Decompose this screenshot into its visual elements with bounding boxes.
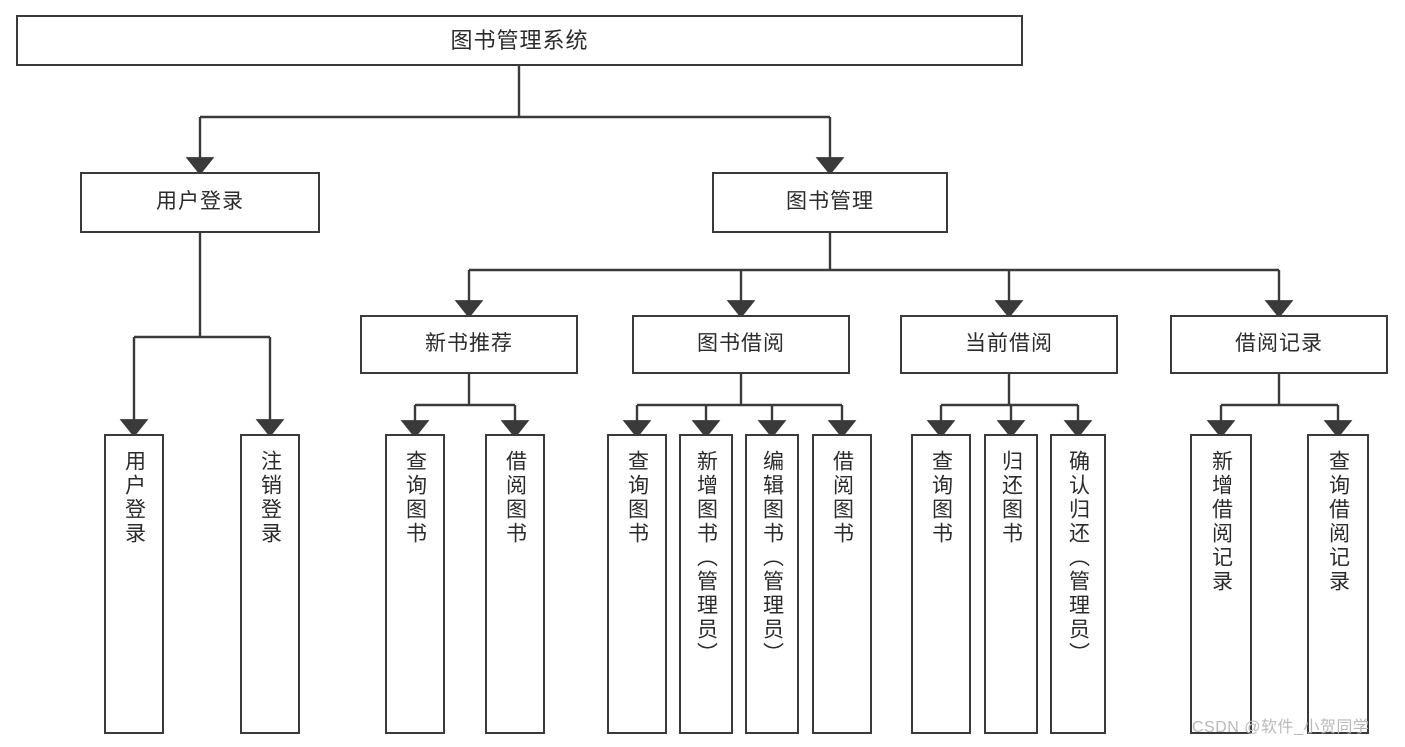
node-leaf-confirm-return[interactable]: 确认归还（管理员）: [1050, 434, 1106, 734]
node-label: 确认归还（管理员）: [1066, 450, 1090, 666]
node-label: 归还图书: [999, 450, 1023, 546]
node-leaf-logout[interactable]: 注销登录: [240, 434, 300, 734]
watermark-text: CSDN @软件_小贺同学: [1192, 719, 1370, 736]
node-leaf-return-book[interactable]: 归还图书: [984, 434, 1038, 734]
node-label: 查询借阅记录: [1326, 450, 1350, 594]
node-leaf-borrow-book-recommend[interactable]: 借阅图书: [485, 434, 545, 734]
node-label: 新书推荐: [425, 332, 513, 356]
node-user-login[interactable]: 用户登录: [80, 172, 320, 233]
node-leaf-add-book[interactable]: 新增图书（管理员）: [679, 434, 733, 734]
node-label: 新增借阅记录: [1209, 450, 1233, 594]
node-book-manage[interactable]: 图书管理: [712, 172, 948, 233]
node-label: 借阅图书: [830, 450, 854, 546]
node-label: 编辑图书（管理员）: [760, 450, 784, 666]
node-label: 图书管理: [786, 190, 874, 214]
node-label: 查询图书: [625, 450, 649, 546]
node-leaf-edit-book[interactable]: 编辑图书（管理员）: [745, 434, 799, 734]
node-label: 借阅图书: [503, 450, 527, 546]
node-label: 当前借阅: [965, 332, 1053, 356]
node-label: 借阅记录: [1235, 332, 1323, 356]
node-root-title[interactable]: 图书管理系统: [16, 15, 1023, 66]
node-label: 用户登录: [156, 190, 244, 214]
node-leaf-query-book-recommend[interactable]: 查询图书: [385, 434, 445, 734]
node-label: 图书借阅: [697, 332, 785, 356]
node-borrow-record[interactable]: 借阅记录: [1170, 315, 1388, 374]
node-leaf-user-login[interactable]: 用户登录: [104, 434, 164, 734]
node-leaf-borrow-book[interactable]: 借阅图书: [812, 434, 872, 734]
node-leaf-add-borrow-record[interactable]: 新增借阅记录: [1190, 434, 1252, 734]
node-current-borrow[interactable]: 当前借阅: [900, 315, 1118, 374]
node-book-borrow[interactable]: 图书借阅: [632, 315, 850, 374]
node-label: 新增图书（管理员）: [694, 450, 718, 666]
node-label: 查询图书: [403, 450, 427, 546]
node-new-book-recommend[interactable]: 新书推荐: [360, 315, 578, 374]
node-leaf-query-book-current[interactable]: 查询图书: [911, 434, 971, 734]
node-label: 用户登录: [122, 450, 146, 546]
node-leaf-query-book-borrow[interactable]: 查询图书: [607, 434, 667, 734]
node-label: 查询图书: [929, 450, 953, 546]
node-leaf-query-borrow-record[interactable]: 查询借阅记录: [1307, 434, 1369, 734]
node-label: 图书管理系统: [450, 27, 589, 53]
node-label: 注销登录: [258, 450, 282, 546]
